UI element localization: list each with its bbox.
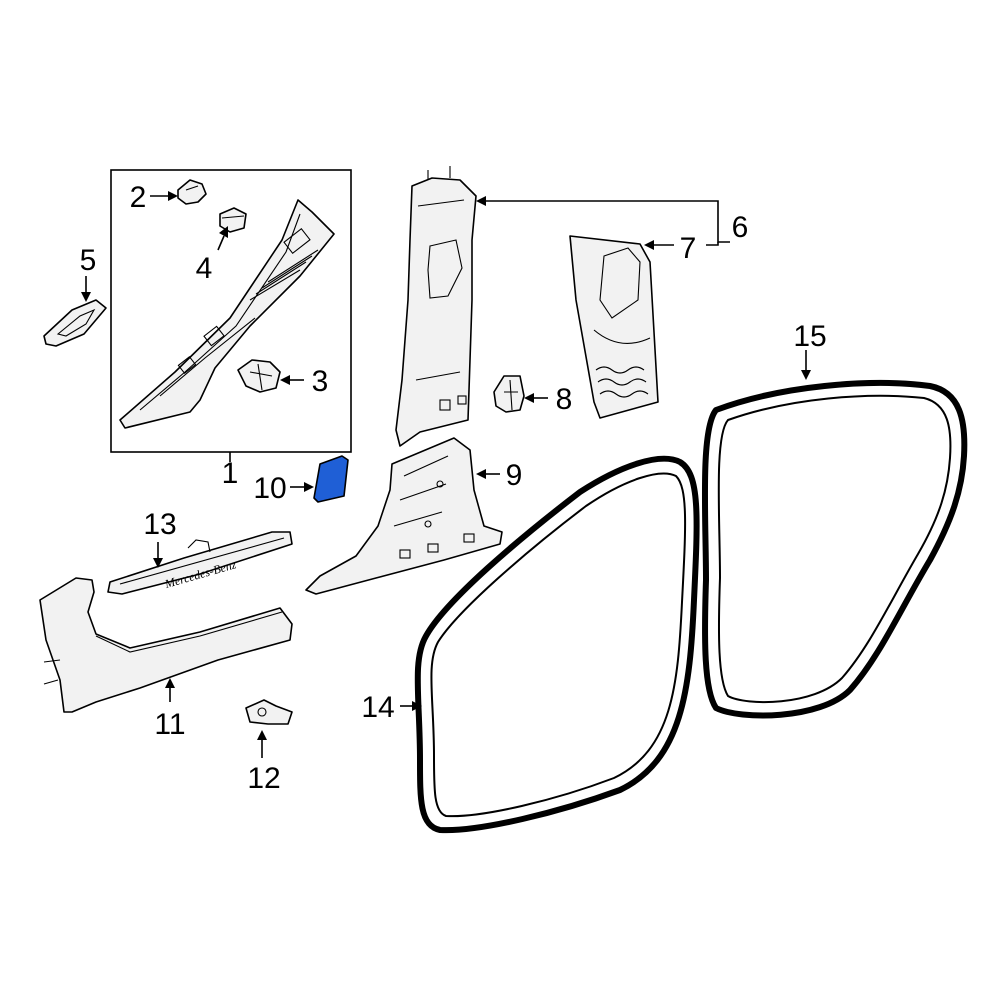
part-9-b-pillar-lower-trim[interactable] <box>305 437 503 595</box>
part-14-front-door-seal[interactable] <box>414 455 700 834</box>
part-11-rocker-trim[interactable] <box>39 577 293 713</box>
part-12-clip[interactable] <box>245 699 293 725</box>
callout-10[interactable]: 10 <box>253 472 286 505</box>
callout-14[interactable]: 14 <box>361 691 394 724</box>
part-8-bracket[interactable] <box>493 375 525 413</box>
part-4-cap[interactable] <box>219 207 247 233</box>
callout-5[interactable]: 5 <box>80 244 97 277</box>
part-1-group-box <box>110 169 352 453</box>
part-1-a-pillar-trim[interactable] <box>119 199 335 429</box>
callout-15[interactable]: 15 <box>793 320 826 353</box>
part-5-cover[interactable] <box>43 299 107 347</box>
callout-8[interactable]: 8 <box>556 383 573 416</box>
callout-9[interactable]: 9 <box>506 459 523 492</box>
callout-6[interactable]: 6 <box>732 211 749 244</box>
part-3-retainer[interactable] <box>237 359 281 393</box>
part-6-b-pillar-trim[interactable] <box>395 166 477 447</box>
callout-13[interactable]: 13 <box>143 508 176 541</box>
callout-7[interactable]: 7 <box>680 232 697 265</box>
callout-3[interactable]: 3 <box>312 365 329 398</box>
part-2-clip[interactable] <box>177 179 207 205</box>
callout-4[interactable]: 4 <box>196 252 213 285</box>
part-15-rear-door-seal[interactable] <box>701 380 968 719</box>
callout-1[interactable]: 1 <box>222 457 239 490</box>
callout-12[interactable]: 12 <box>247 762 280 795</box>
callout-11[interactable]: 11 <box>154 708 185 741</box>
part-10-pad[interactable] <box>313 455 349 503</box>
part-7-b-pillar-panel[interactable] <box>569 235 659 419</box>
leader-lines <box>81 191 811 758</box>
callout-2[interactable]: 2 <box>130 181 147 214</box>
part-13-sill-plate[interactable]: Mercedes-Benz <box>107 531 293 595</box>
callout-labels: 1 2 3 4 5 6 7 8 9 10 11 12 13 14 15 <box>80 181 827 795</box>
